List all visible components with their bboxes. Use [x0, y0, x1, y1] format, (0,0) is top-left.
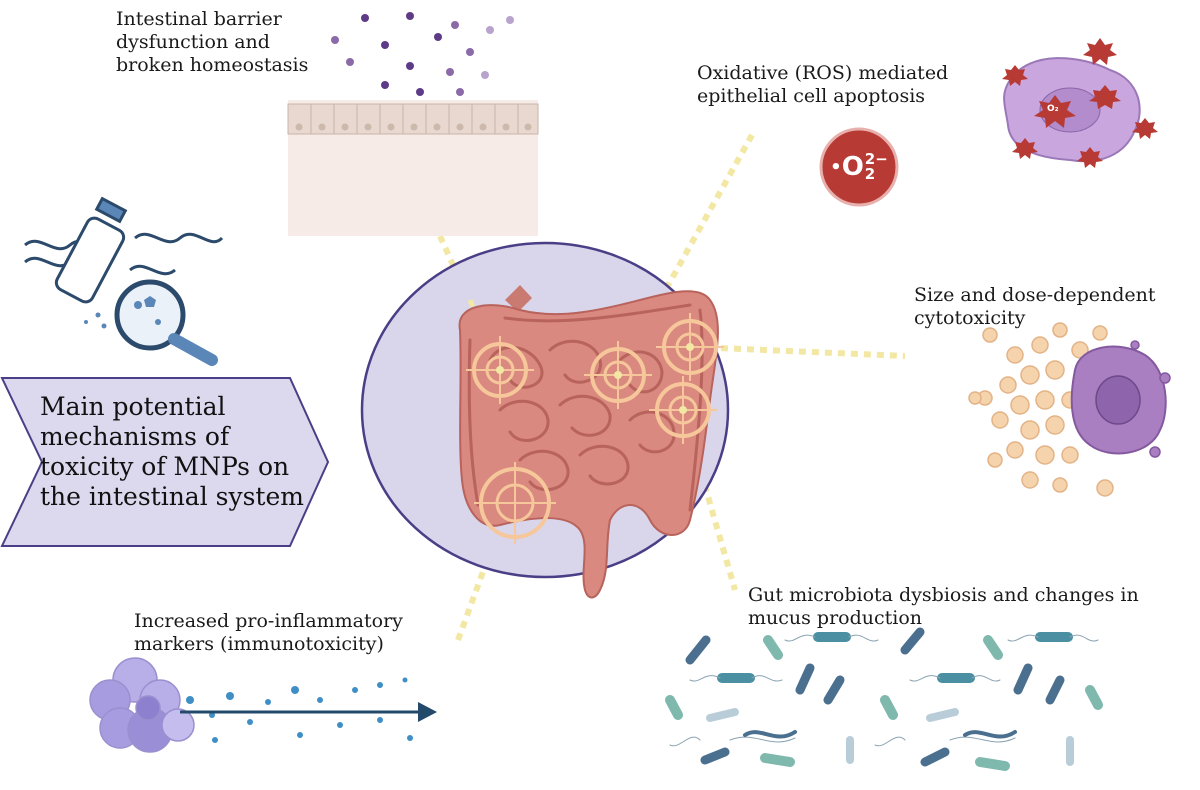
target-markers: [466, 313, 724, 544]
title-line: mechanisms of: [40, 422, 230, 451]
target-marker-1: [466, 336, 534, 404]
plastic-bottle-magnifier-icon: [24, 196, 224, 366]
subscript: 2: [864, 165, 876, 183]
title-line: toxicity of MNPs on: [40, 452, 290, 481]
microplastic-particles: [331, 12, 514, 96]
superoxide-symbol: • O 2− 2: [820, 132, 898, 202]
title-line: the intestinal system: [40, 482, 304, 511]
target-marker-5: [474, 462, 556, 544]
charge: 2−: [864, 150, 888, 168]
label-line: Size and dose-dependent: [914, 284, 1156, 306]
connector-ros: [615, 133, 755, 377]
label-line: Intestinal barrier: [116, 8, 282, 30]
oxygen-letter: O: [841, 152, 864, 182]
immune-cell-cluster: [89, 657, 195, 753]
label-line: Gut microbiota dysbiosis and changes in: [748, 584, 1139, 606]
star-o2-label: O₂: [1047, 104, 1059, 114]
target-marker-3: [656, 313, 724, 381]
label-line: Increased pro-inflammatory: [134, 610, 403, 632]
label-line: markers (immunotoxicity): [134, 633, 384, 655]
target-marker-4: [649, 376, 717, 444]
label-barrier-dysfunction: Intestinal barrier dysfunction and broke…: [116, 8, 308, 77]
epithelium-illustration: [287, 100, 539, 236]
superoxide-radical-icon: [819, 127, 899, 207]
label-microbiota-dysbiosis: Gut microbiota dysbiosis and changes in …: [748, 584, 1139, 630]
label-line: mucus production: [748, 607, 923, 629]
diagram-title: Main potential mechanisms of toxicity of…: [40, 392, 330, 512]
title-line: Main potential: [40, 392, 226, 421]
superoxide-indices: 2− 2: [865, 152, 888, 182]
label-line: Oxidative (ROS) mediated: [697, 62, 949, 84]
radical-dot: •: [830, 156, 842, 178]
inflammation-arrow: [180, 702, 437, 722]
label-size-cytotoxicity: Size and dose-dependent cytotoxicity: [914, 284, 1156, 330]
label-line: epithelial cell apoptosis: [697, 85, 926, 107]
label-inflammation: Increased pro-inflammatory markers (immu…: [134, 610, 403, 656]
label-line: broken homeostasis: [116, 54, 309, 76]
cytokine-particles: [186, 677, 413, 743]
label-line: cytotoxicity: [914, 307, 1026, 329]
target-marker-2: [584, 341, 652, 409]
title-arrow-box: [0, 377, 330, 547]
cytotoxicity-cell-cluster: [968, 322, 1171, 497]
connector-size: [694, 344, 906, 359]
bacteria-illustration: [665, 627, 1103, 771]
apoptotic-cell-illustration: [1002, 38, 1158, 168]
label-ros-apoptosis: Oxidative (ROS) mediated epithelial cell…: [697, 62, 948, 108]
label-line: dysfunction and: [116, 31, 270, 53]
